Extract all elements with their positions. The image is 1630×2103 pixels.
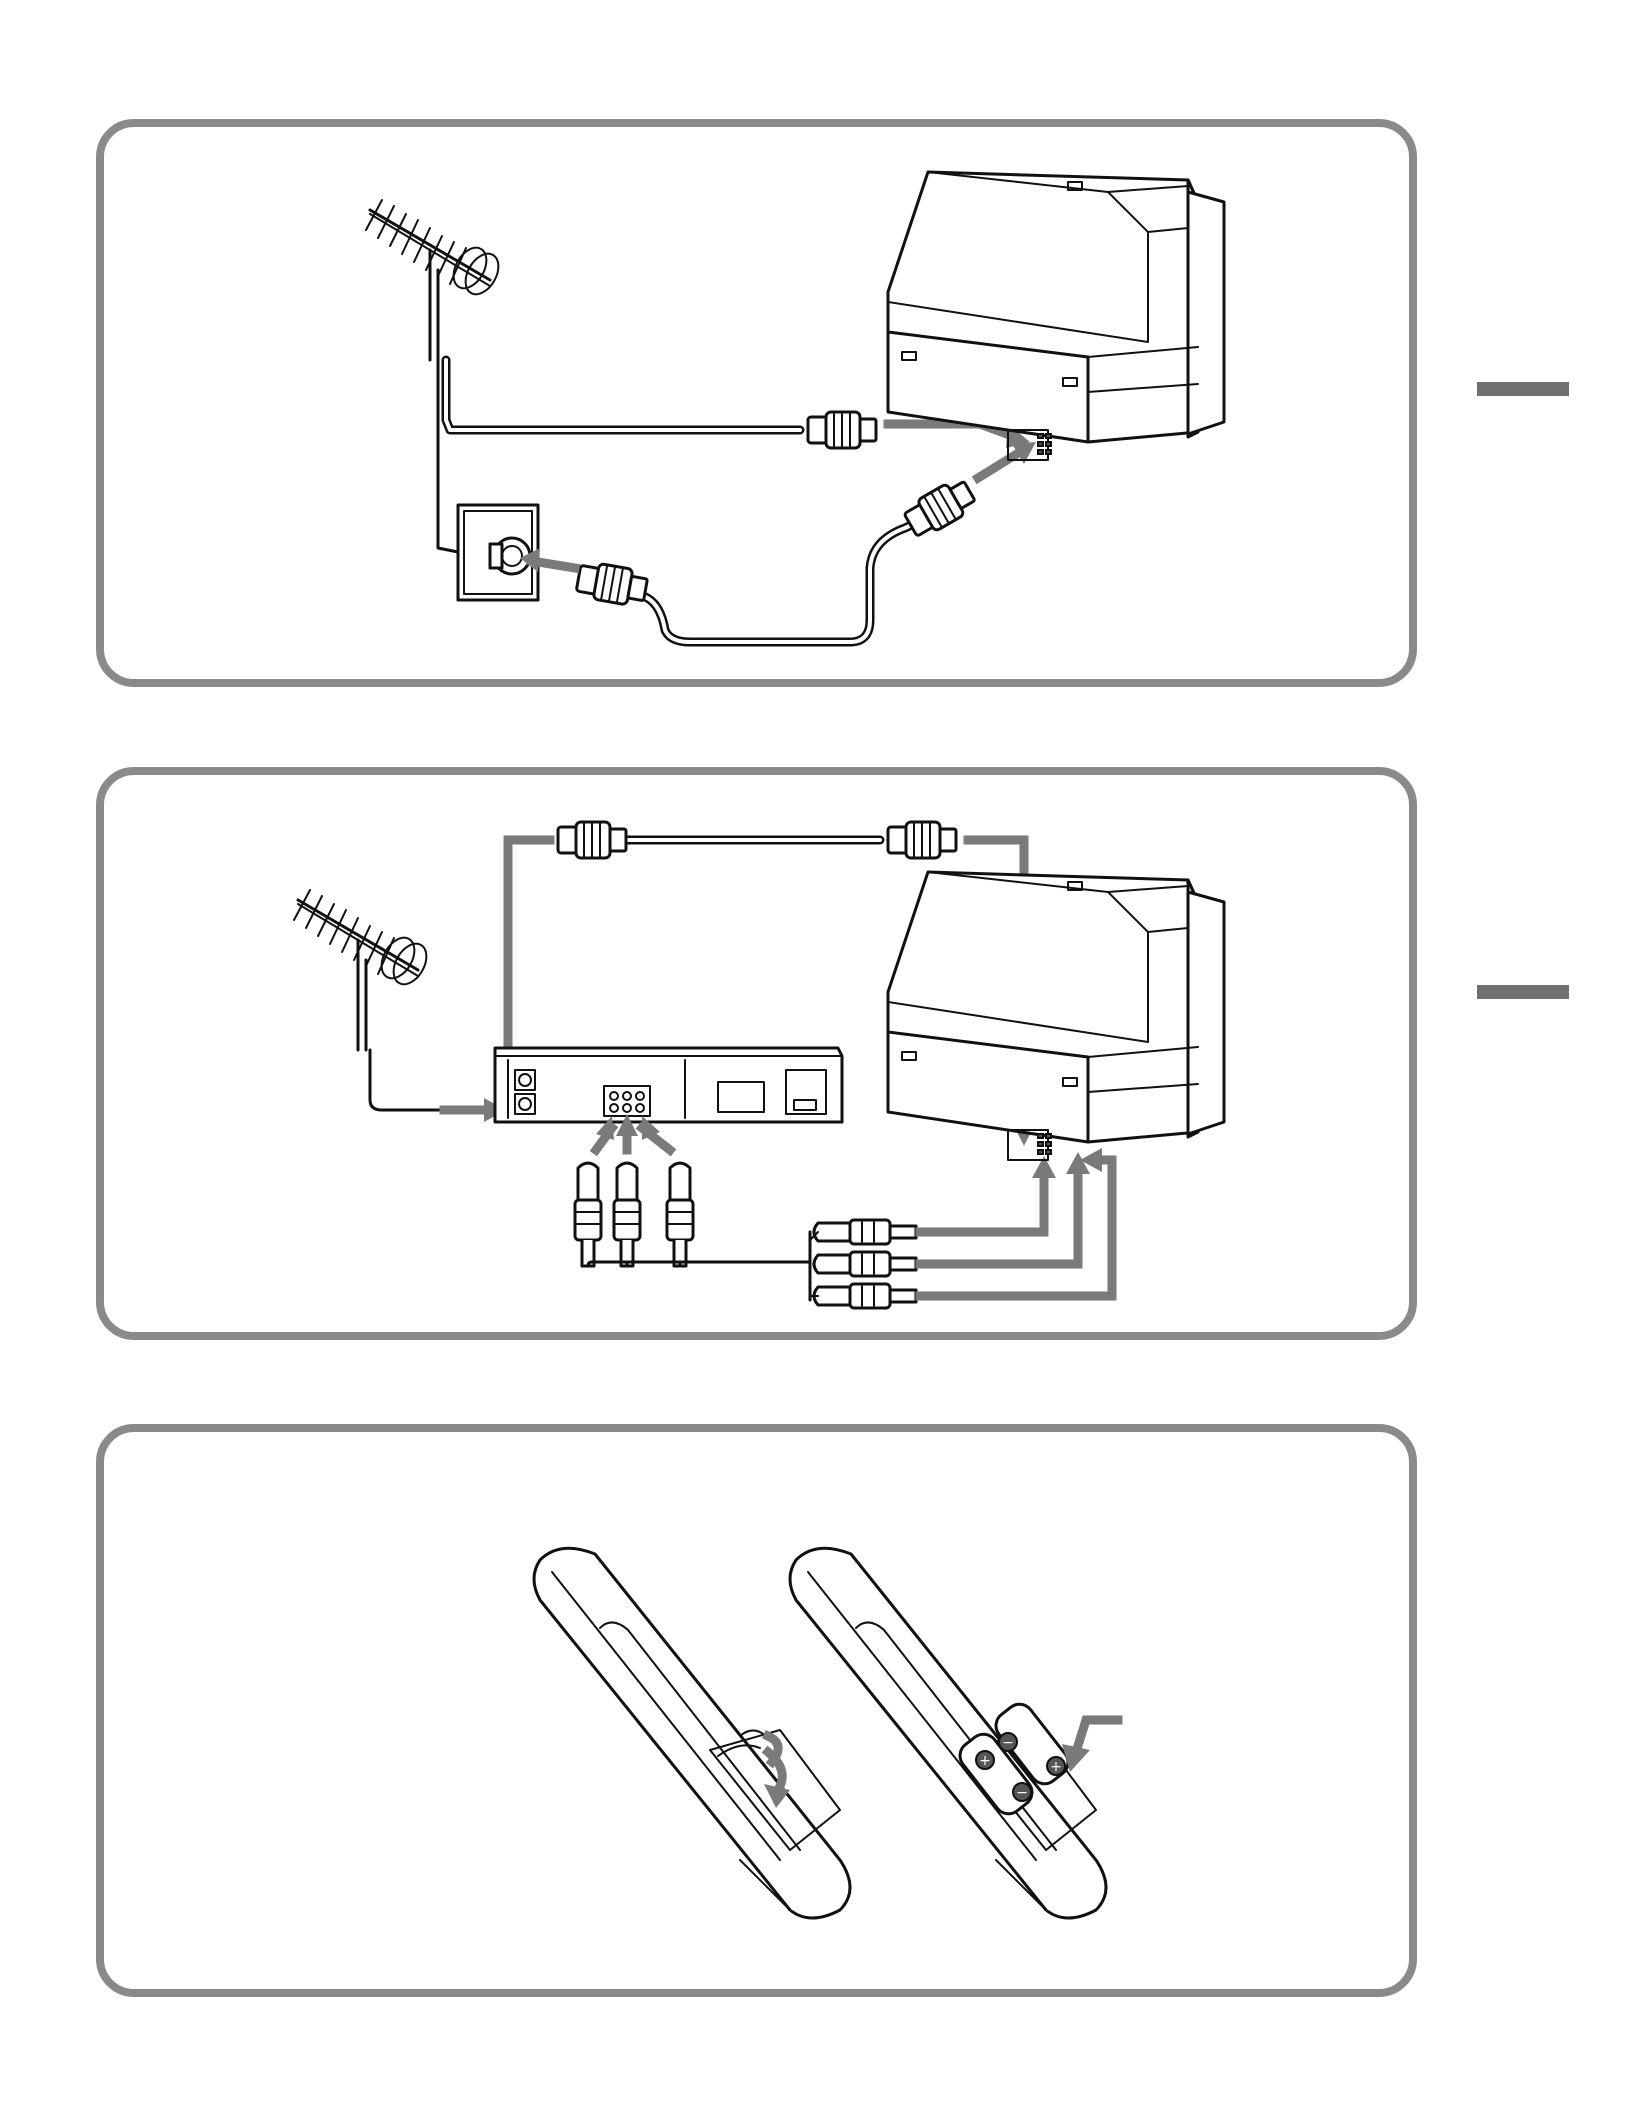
- tv-icon: [888, 172, 1224, 460]
- section-tab-mark-1: [1477, 382, 1569, 396]
- panel-antenna-to-tv: [100, 123, 1413, 683]
- wall-socket-icon: [458, 505, 538, 600]
- panel-remote-battery: + − − +: [100, 1428, 1413, 1993]
- tv-icon-2: [888, 872, 1224, 1160]
- panel-antenna-vcr-tv: [100, 771, 1413, 1336]
- svg-text:+: +: [979, 1753, 991, 1769]
- svg-text:+: +: [1050, 1759, 1062, 1775]
- vcr-icon: [495, 1048, 842, 1122]
- section-tab-mark-2: [1477, 985, 1569, 999]
- svg-text:−: −: [1016, 1785, 1028, 1801]
- svg-text:−: −: [1002, 1735, 1014, 1751]
